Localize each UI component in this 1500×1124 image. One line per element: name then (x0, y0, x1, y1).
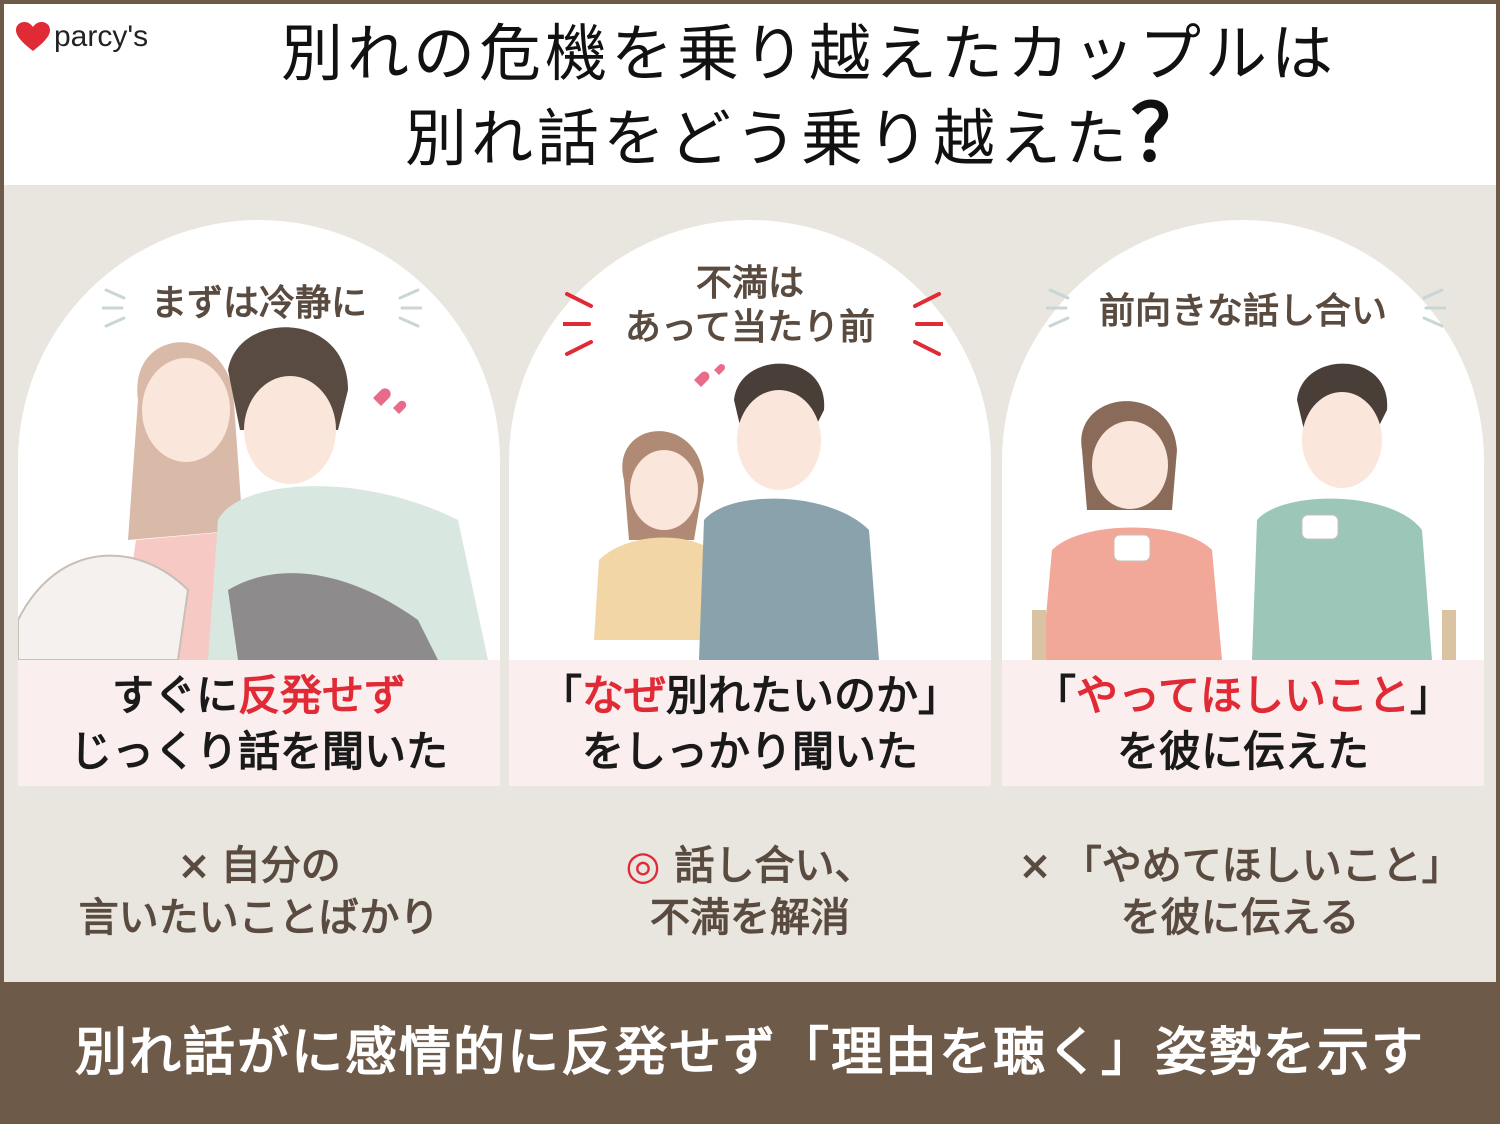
couple-illustration (1032, 363, 1456, 660)
panel-3-heading-line-1: 前向きな話し合い (1098, 291, 1387, 332)
note-1: ×自分の 言いたいことばかり (18, 840, 500, 944)
sparkle-lines-icon (102, 288, 422, 328)
header: parcy's 別れの危機を乗り越えたカップルは 別れ話をどう乗り越えた？ (0, 0, 1500, 185)
panel-3-caption-line-2: を彼に伝えた (1116, 727, 1369, 776)
caption-text: すぐに (111, 671, 238, 720)
panel-1-caption: すぐに反発せず じっくり話を聞いた (18, 660, 500, 786)
note-3-line-1: ×「やめてほしいこと」 (990, 840, 1490, 892)
panel-3-caption: 「やってほしいこと」 を彼に伝えた (1002, 660, 1484, 786)
note-2-line-2: 不満を解消 (650, 895, 850, 941)
note-text: 自分の (220, 843, 341, 889)
double-circle-icon: ◎ (625, 843, 661, 889)
title-line-2-text: 別れ話をどう乗り越えた (404, 102, 1131, 175)
caption-text: 「 (539, 671, 582, 720)
page-title: 別れの危機を乗り越えたカップルは 別れ話をどう乗り越えた？ (134, 14, 1484, 179)
brand-name: parcy's (54, 20, 149, 53)
couple-illustration (18, 327, 488, 660)
caption-highlight: 反発せず (238, 671, 407, 720)
couple-illustration (594, 363, 879, 660)
note-2-line-1: ◎ 話し合い、 (509, 840, 991, 892)
panel-3-caption-line-1: 「やってほしいこと」 (1002, 668, 1484, 724)
panel-2-heading-line-1: 不満は (695, 263, 804, 304)
panel-1-caption-line-1: すぐに反発せず (18, 668, 500, 724)
title-line-1: 別れの危機を乗り越えたカップルは (280, 17, 1337, 90)
note-text: 「やめてほしいこと」 (1061, 843, 1462, 889)
note-1-line-2: 言いたいことばかり (78, 895, 440, 941)
panel-2-heading-line-2: あって当たり前 (624, 307, 876, 348)
panel-1: まずは冷静に すぐに反発せず じっくり話を聞いた (18, 220, 500, 786)
panel-1-heading: まずは冷静に (18, 282, 500, 326)
title-line-2: 別れ話をどう乗り越えた？ (134, 94, 1484, 179)
panel-2-caption-line-2: をしっかり聞いた (581, 727, 918, 776)
sparkle-lines-icon (1046, 288, 1446, 328)
note-1-line-1: ×自分の (18, 840, 500, 892)
sparkle-lines-icon (563, 292, 943, 356)
note-3-line-2: を彼に伝える (1120, 895, 1360, 941)
caption-highlight: なぜ (581, 671, 666, 720)
panel-2-heading: 不満は あって当たり前 (509, 262, 991, 350)
panel-3: 前向きな話し合い 「やってほしいこと」 を彼に伝えた (1002, 220, 1484, 786)
note-2: ◎ 話し合い、 不満を解消 (509, 840, 991, 944)
note-text: 話し合い、 (674, 843, 875, 889)
caption-text: 別れたいのか」 (666, 671, 961, 720)
panel-2-caption: 「なぜ別れたいのか」 をしっかり聞いた (509, 660, 991, 786)
footer-banner: 別れ話がに感情的に反発せず「理由を聴く」姿勢を示す (0, 982, 1500, 1124)
cross-mark-icon: × (177, 843, 211, 889)
panel-3-heading: 前向きな話し合い (1002, 290, 1484, 334)
panel-2: 不満は あって当たり前 「なぜ別れたいのか」 をしっかり聞いた (509, 220, 991, 786)
note-3: ×「やめてほしいこと」 を彼に伝える (990, 840, 1490, 944)
heart-icon (16, 22, 50, 51)
cross-mark-icon: × (1018, 843, 1052, 889)
panel-1-heading-line-1: まずは冷静に (150, 283, 367, 324)
logo: parcy's (16, 20, 148, 54)
question-mark: ？ (1131, 88, 1214, 179)
caption-text: 」 (1409, 671, 1452, 720)
panel-2-caption-line-1: 「なぜ別れたいのか」 (509, 668, 991, 724)
caption-highlight: やってほしいこと (1076, 671, 1410, 720)
panel-1-caption-line-2: じっくり話を聞いた (69, 727, 448, 776)
caption-text: 「 (1034, 671, 1077, 720)
